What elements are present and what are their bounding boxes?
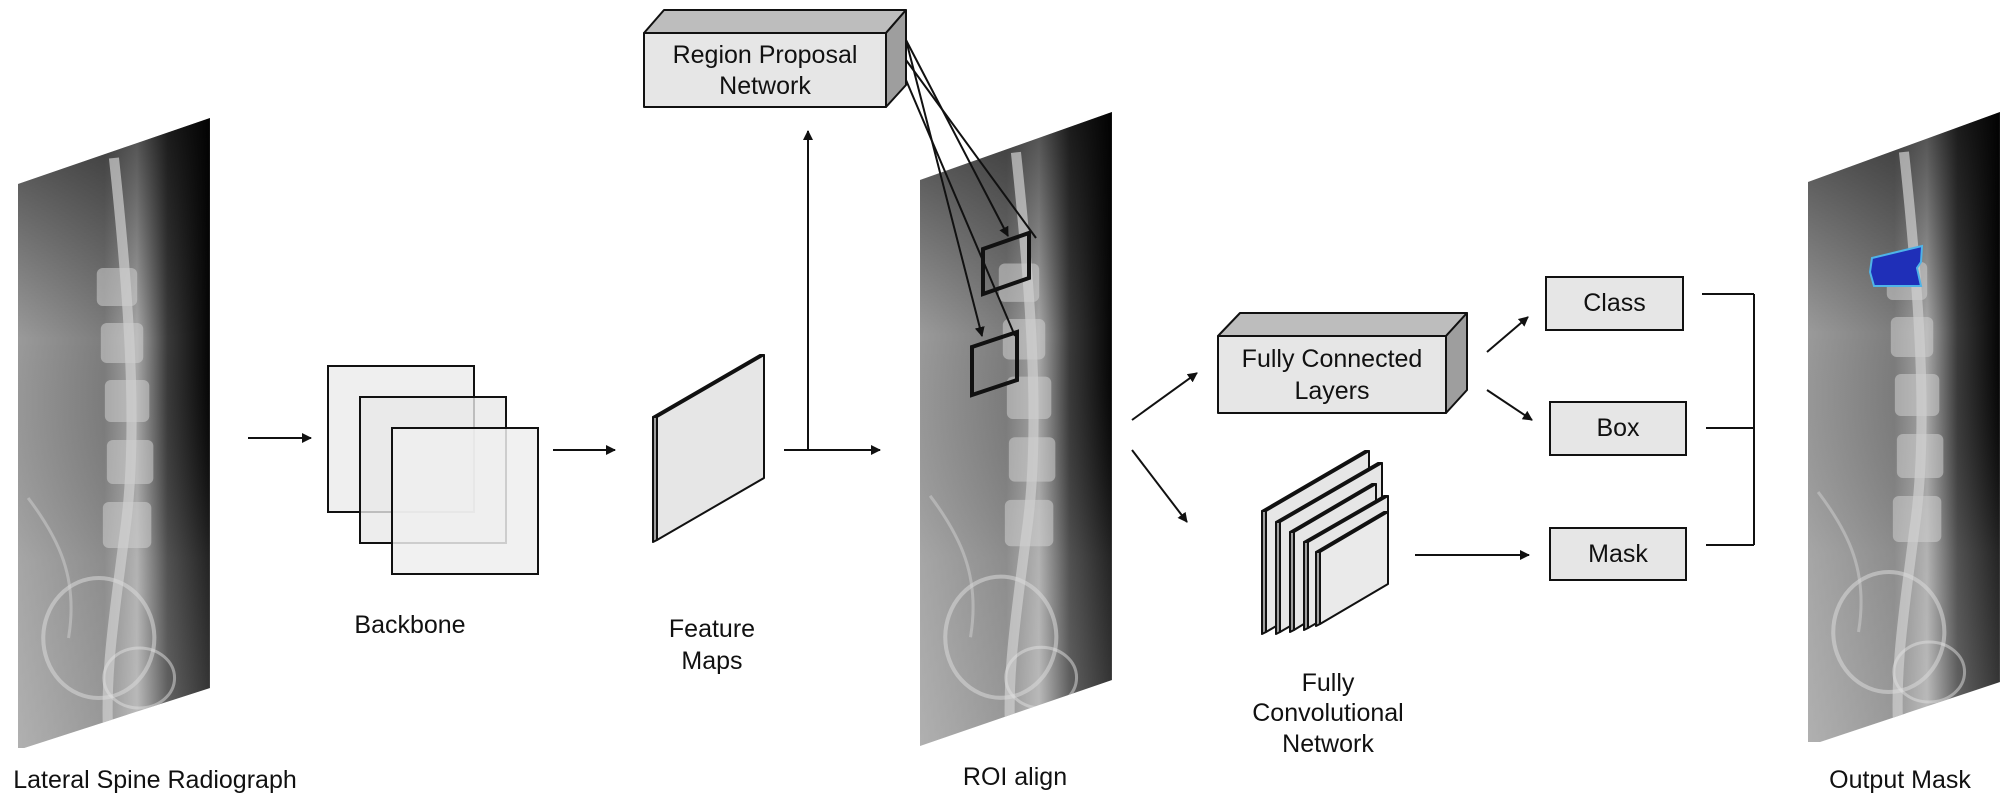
rpn-proposal-lines bbox=[905, 39, 1037, 337]
roi-box-upper bbox=[981, 230, 1031, 297]
fc-layers-box bbox=[1217, 312, 1468, 414]
output-caption: Output Mask bbox=[1829, 766, 1971, 794]
arrow-fc-to-class bbox=[1486, 316, 1529, 353]
rpn-box bbox=[643, 9, 907, 108]
feature-maps-label-line2: Maps bbox=[681, 647, 743, 675]
roi-caption: ROI align bbox=[962, 763, 1068, 791]
rpn-label-line2: Network bbox=[719, 72, 811, 100]
feature-maps-slab bbox=[652, 354, 765, 543]
arrow-fc-to-box bbox=[1486, 389, 1533, 421]
fcn-label-line2: Convolutional bbox=[1252, 699, 1404, 727]
input-radiograph bbox=[18, 118, 210, 748]
merge-bracket bbox=[1702, 293, 1755, 546]
fcn-label-line3: Network bbox=[1282, 730, 1374, 758]
backbone-block bbox=[327, 365, 539, 575]
fcn-stack bbox=[1261, 450, 1389, 635]
output-radiograph bbox=[1808, 112, 2000, 742]
feature-maps-label-line1: Feature bbox=[668, 615, 756, 643]
class-label: Class bbox=[1583, 289, 1646, 317]
mask-label: Mask bbox=[1588, 539, 1648, 568]
roi-radiograph bbox=[920, 112, 1112, 748]
rpn-label-line1: Region Proposal bbox=[672, 41, 858, 69]
arrow-roi-to-fcn bbox=[1131, 449, 1188, 523]
output-boxes bbox=[1545, 276, 1687, 581]
mask-overlay bbox=[1868, 244, 1924, 287]
arrow-roi-to-fc bbox=[1131, 372, 1198, 421]
fc-label-line1: Fully Connected bbox=[1241, 345, 1423, 373]
fc-label-line2: Layers bbox=[1294, 377, 1370, 405]
backbone-label: Backbone bbox=[354, 611, 466, 639]
input-caption: Lateral Spine Radiograph bbox=[13, 766, 297, 794]
fcn-label-line1: Fully bbox=[1301, 669, 1355, 697]
roi-box-lower bbox=[970, 329, 1019, 398]
box-label: Box bbox=[1596, 414, 1640, 442]
